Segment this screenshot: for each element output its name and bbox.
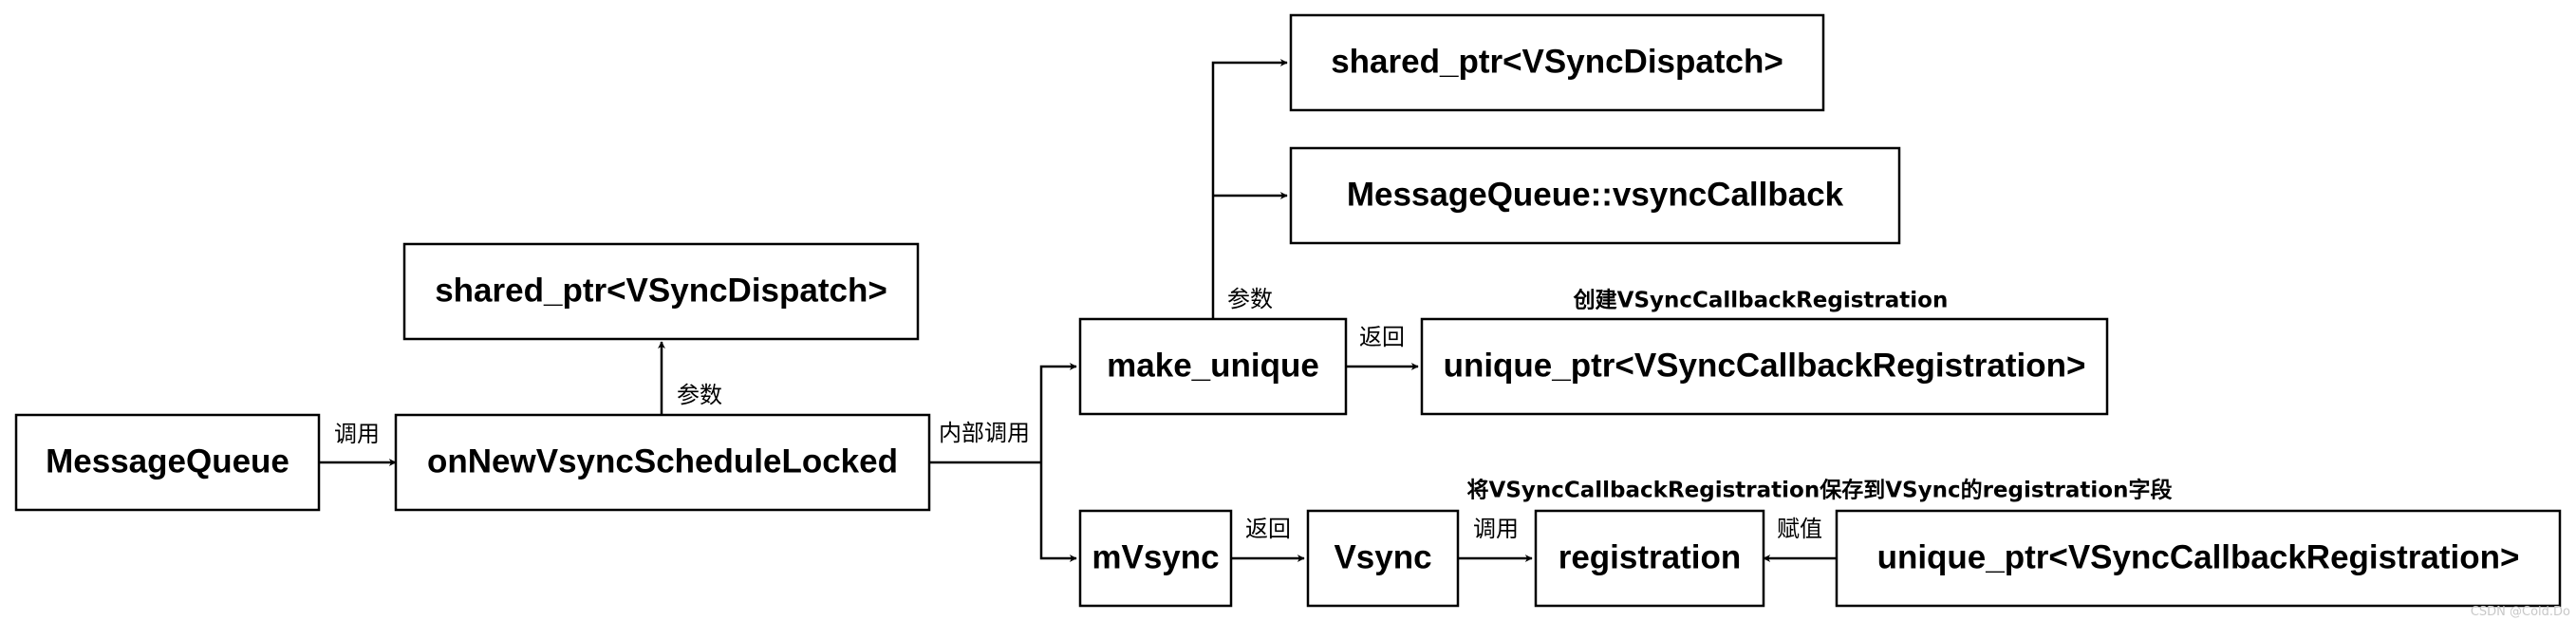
node-make-unique: make_unique <box>1078 317 1348 416</box>
node-vsync-callback: MessageQueue::vsyncCallback <box>1289 146 1901 245</box>
edge-label-return-1: 返回 <box>1359 324 1405 350</box>
edge-label-internal-call: 内部调用 <box>939 420 1030 446</box>
edge-trunk-to-mvsync <box>1039 462 1077 562</box>
note-save-registration: 将VSyncCallbackRegistration保存到VSync的regis… <box>1467 478 2173 503</box>
note-create-registration: 创建VSyncCallbackRegistration <box>1573 289 1949 313</box>
node-vsync: Vsync <box>1306 509 1460 608</box>
node-mvsync-label: mVsync <box>1092 538 1219 575</box>
node-vsync-callback-label: MessageQueue::vsyncCallback <box>1347 176 1844 213</box>
edge-label-param-1: 参数 <box>677 382 722 408</box>
node-registration-label: registration <box>1559 538 1742 575</box>
node-on-new-vsync-schedule-locked: onNewVsyncScheduleLocked <box>394 413 931 512</box>
node-on-new-vsync-label: onNewVsyncScheduleLocked <box>427 442 898 480</box>
node-make-unique-label: make_unique <box>1107 347 1319 384</box>
node-shared-ptr-top-label: shared_ptr<VSyncDispatch> <box>1331 43 1783 80</box>
edge-label-return-2: 返回 <box>1245 516 1291 542</box>
edges <box>319 59 1837 562</box>
edge-label-call-1: 调用 <box>334 421 380 447</box>
node-message-queue: MessageQueue <box>14 413 321 512</box>
node-vsync-label: Vsync <box>1334 538 1431 575</box>
edge-label-assign: 赋值 <box>1777 516 1822 542</box>
edge-make-unique-to-shared-ptr-top <box>1211 59 1288 319</box>
node-unique-ptr-top: unique_ptr<VSyncCallbackRegistration> <box>1420 317 2109 416</box>
edge-label-call-2: 调用 <box>1473 516 1519 542</box>
node-shared-ptr-left-label: shared_ptr<VSyncDispatch> <box>435 272 887 309</box>
watermark: CSDN @Cold.Do <box>2471 605 2570 619</box>
node-shared-ptr-left: shared_ptr<VSyncDispatch> <box>402 242 920 341</box>
edge-labels: 调用 参数 内部调用 参数 返回 返回 调用 赋值 <box>334 286 1822 542</box>
node-registration: registration <box>1534 509 1765 608</box>
edge-label-param-2: 参数 <box>1227 286 1273 312</box>
node-unique-ptr-top-label: unique_ptr<VSyncCallbackRegistration> <box>1444 347 2086 384</box>
edge-trunk-to-make-unique <box>1039 363 1077 462</box>
node-unique-ptr-bottom: unique_ptr<VSyncCallbackRegistration> <box>1835 509 2562 608</box>
node-mvsync: mVsync <box>1078 509 1233 608</box>
node-shared-ptr-top: shared_ptr<VSyncDispatch> <box>1289 13 1825 112</box>
node-message-queue-label: MessageQueue <box>46 442 289 480</box>
node-unique-ptr-bottom-label: unique_ptr<VSyncCallbackRegistration> <box>1877 538 2520 575</box>
